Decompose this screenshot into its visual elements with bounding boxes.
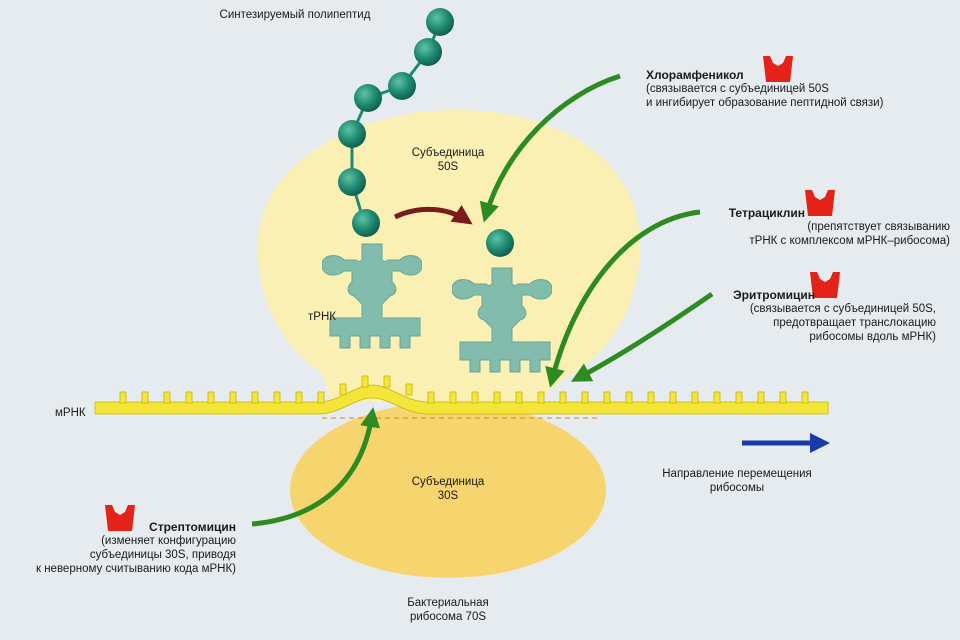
tetracycline-desc-line2: тРНК с комплексом мРНК–рибосома) — [749, 235, 950, 247]
erythromycin-block: Эритромицин (связывается с субъединицей … — [733, 288, 936, 344]
mrna-codon — [185, 391, 193, 404]
subunit-30s — [290, 402, 606, 578]
amino-acid-bead-icon — [388, 72, 416, 100]
mrna-codon — [339, 383, 347, 396]
streptomycin-desc-line2: субъединицы 30S, приводя — [89, 549, 236, 561]
tetracycline-block: Тетрациклин (препятствует связыванию тРН… — [729, 206, 950, 248]
tetracycline-desc-line1: (препятствует связыванию — [807, 221, 950, 233]
amino-acid-bead-icon — [414, 38, 442, 66]
mrna-codon — [647, 391, 655, 404]
mrna-codon — [273, 391, 281, 404]
mrna-codon — [779, 391, 787, 404]
mrna-codon — [669, 391, 677, 404]
chloramphenicol-arrow — [479, 73, 621, 223]
mrna-codon — [119, 391, 127, 404]
mrna-codon — [383, 375, 391, 388]
subunit-50s-label-line1: Субъединица — [411, 147, 485, 159]
mrna-codon — [515, 391, 523, 404]
mrna-codon — [229, 391, 237, 404]
tetracycline-name: Тетрациклин — [728, 206, 805, 220]
mrna-codon — [449, 391, 457, 404]
erythromycin-name: Эритромицин — [733, 288, 815, 302]
mrna-codon — [603, 391, 611, 404]
mrna-codon — [691, 391, 699, 404]
mrna-codon — [735, 391, 743, 404]
chloramphenicol-block: Хлорамфеникол (связывается с субъединице… — [646, 68, 883, 110]
mrna-codon — [427, 391, 435, 404]
mrna-codon — [581, 391, 589, 404]
translocation-arrow — [393, 205, 473, 225]
streptomycin-desc-line1: (изменяет конфигурацию — [101, 535, 236, 547]
subunit-50s-label-line2: 50S — [437, 161, 459, 173]
mrna-codon — [163, 391, 171, 404]
direction-label-line2: рибосомы — [709, 482, 765, 494]
mrna-codon — [713, 391, 721, 404]
ribosome-label-line2: рибосома 70S — [409, 611, 487, 623]
amino-acid-bead-icon — [352, 209, 380, 237]
mrna-codon — [251, 391, 259, 404]
mrna-codon — [207, 391, 215, 404]
amino-acid-bead-icon — [338, 168, 366, 196]
chloramphenicol-desc-line1: (связывается с субъединицей 50S — [646, 83, 829, 95]
erythromycin-arrow — [570, 291, 714, 382]
mrna-codon — [141, 391, 149, 404]
mrna-codon — [295, 391, 303, 404]
erythromycin-desc-line2: предотвращает транслокацию — [773, 317, 936, 329]
mrna-codon — [471, 391, 479, 404]
mrna-codon — [405, 383, 413, 396]
mrna-codon — [537, 391, 545, 404]
mrna-codon — [559, 391, 567, 404]
direction-label-line1: Направление перемещения — [662, 468, 812, 480]
streptomycin-block: Стрептомицин (изменяет конфигурацию субъ… — [36, 520, 236, 576]
mrna-label: мРНК — [55, 407, 86, 419]
mrna-codon — [317, 391, 325, 404]
mrna-codon — [625, 391, 633, 404]
amino-acid-bead-icon — [338, 120, 366, 148]
mrna-codon — [757, 391, 765, 404]
polypeptide-label: Синтезируемый полипептид — [219, 9, 371, 21]
streptomycin-arrow — [251, 407, 381, 527]
erythromycin-desc-line3: рибосомы вдоль мРНК) — [809, 331, 936, 343]
subunit-30s-label-line2: 30S — [437, 490, 459, 502]
amino-acid-bead-icon — [354, 84, 382, 112]
subunit-30s-label-line1: Субъединица — [411, 476, 485, 488]
tetracycline-arrow — [545, 209, 701, 388]
amino-acid-bead-icon — [426, 8, 454, 36]
trna-label: тРНК — [308, 311, 336, 323]
streptomycin-desc-line3: к неверному считыванию кода мРНК) — [35, 563, 236, 575]
amino-acid-bead-icon — [486, 229, 514, 257]
streptomycin-name: Стрептомицин — [149, 520, 236, 534]
mrna-codon — [493, 391, 501, 404]
mrna-codon — [801, 391, 809, 404]
chloramphenicol-desc-line2: и ингибирует образование пептидной связи… — [646, 97, 884, 109]
ribosome-label-line1: Бактериальная — [407, 597, 489, 609]
mrna-codon — [361, 375, 369, 388]
chloramphenicol-name: Хлорамфеникол — [646, 68, 744, 82]
erythromycin-desc-line1: (связывается с субъединицей 50S, — [749, 303, 936, 315]
